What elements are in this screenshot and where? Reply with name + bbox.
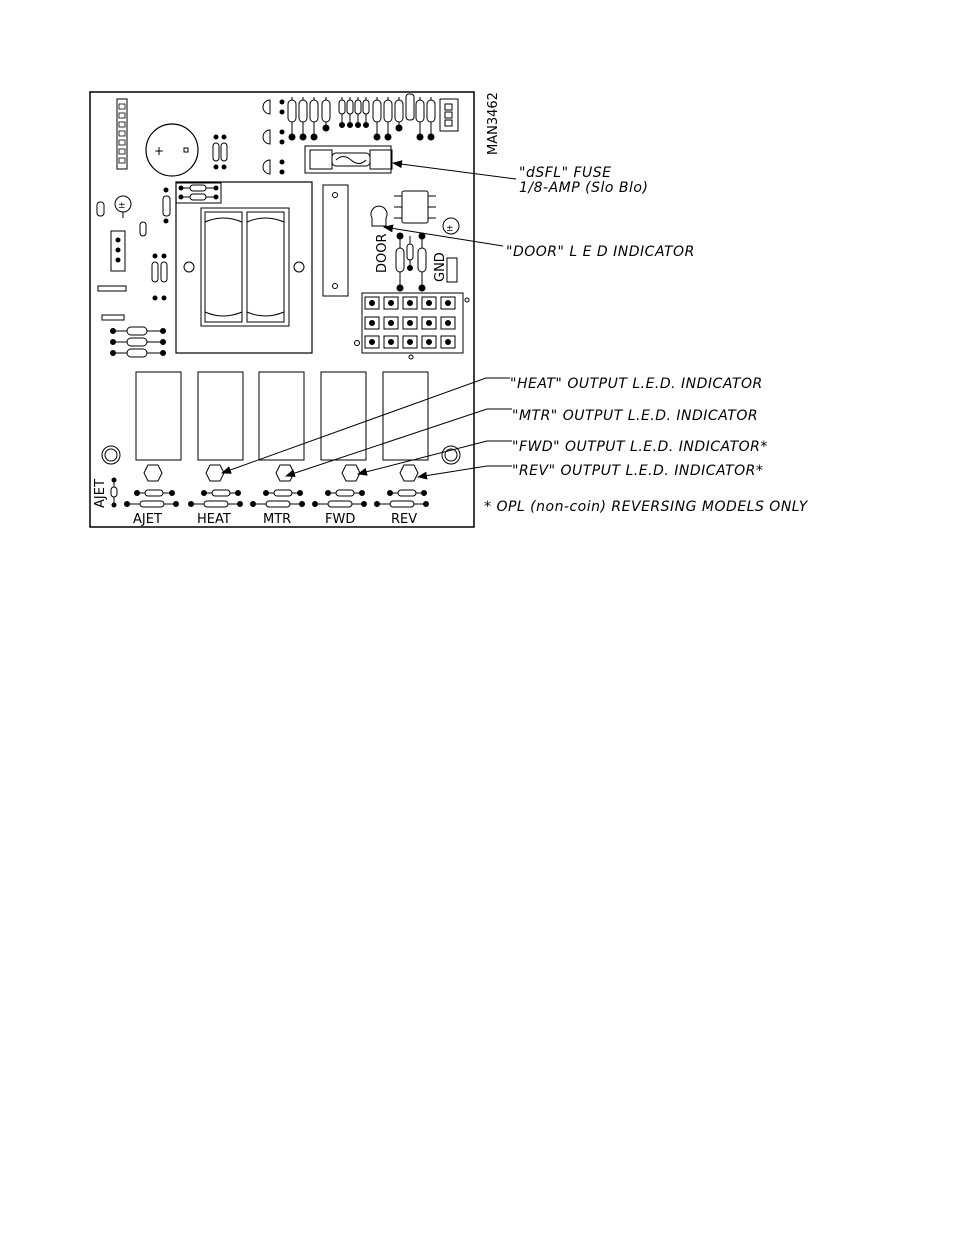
output-label-fwd: FWD [325,512,355,527]
footnote: * OPL (non-coin) REVERSING MODELS ONLY [484,499,809,515]
mtr-led [276,465,294,481]
figure-code: MAN3462 [486,92,501,155]
left-resistor-stack [111,327,166,357]
fuse [305,146,392,173]
misc-left-parts: ± [97,188,170,320]
relays [136,372,428,460]
buzzer: + [146,124,198,176]
resistor-pair-top [213,135,227,169]
heat-led [206,465,224,481]
gnd-label: GND [433,252,448,282]
rev-led [400,465,418,481]
buzzer-plus: + [154,144,164,158]
top-resistor-bank [288,94,458,140]
rev-leader [418,466,512,477]
small-capacitor-label: ± [446,224,454,234]
output-label-ajet: AJET [133,512,162,527]
output-label-rev: REV [391,512,417,527]
fwd-callout: "FWD" OUTPUT L.E.D. INDICATOR* [512,439,768,455]
mtr-leader [286,409,512,476]
fwd-led [342,465,360,481]
fwd-leader [358,441,512,474]
door-led [371,206,387,226]
output-resistors [111,478,429,507]
callout-leaders [222,163,516,477]
cap-plus-minus: ± [118,201,126,211]
small-capacitor: ± [443,218,459,234]
door-callout: "DOOR" L E D INDICATOR [506,244,695,260]
output-leds [144,465,418,481]
rev-callout: "REV" OUTPUT L.E.D. INDICATOR* [512,463,763,479]
pin-connector [355,293,470,359]
vertical-heatsink [323,185,348,296]
mtr-callout: "MTR" OUTPUT L.E.D. INDICATOR [512,408,758,424]
door-label: DOOR [375,233,390,273]
heat-callout: "HEAT" OUTPUT L.E.D. INDICATOR [510,376,763,392]
ic-chip [394,191,436,223]
ajet-led [144,465,162,481]
fuse-leader [393,163,516,179]
top-transistors [263,100,284,174]
transformer-top-resistor [176,183,221,203]
transformer [176,182,312,353]
fuse-callout-line2: 1/8-AMP (Slo Blo) [519,180,648,196]
output-label-mtr: MTR [263,512,291,527]
output-label-heat: HEAT [197,512,231,527]
left-connector-strip [117,99,127,169]
ajet-side-label: AJET [93,479,108,508]
fuse-callout-line1: "dSFL" FUSE [519,165,612,181]
